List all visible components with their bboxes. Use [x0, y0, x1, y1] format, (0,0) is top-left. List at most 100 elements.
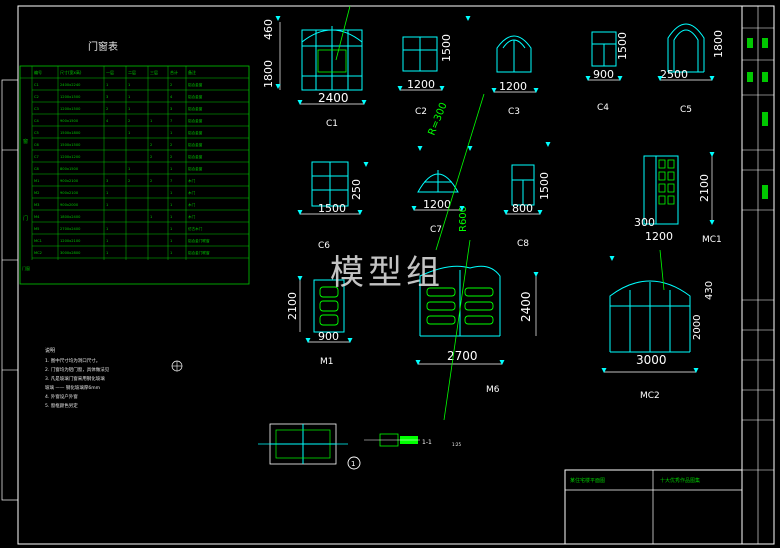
note-line: 玻璃 —— 钢化玻璃厚6mm — [45, 384, 100, 391]
section-detail: 1-1 1:25 1 — [258, 423, 461, 470]
schedule-cell: MC2 — [34, 251, 42, 255]
m1-width: 900 — [318, 330, 339, 343]
schedule-cell: 2 — [170, 143, 172, 147]
schedule-cell: 1 — [170, 227, 172, 231]
mc2-width: 3000 — [636, 353, 667, 367]
schedule-cell: 1200x1500 — [60, 95, 81, 99]
schedule-cell: 1 — [170, 167, 172, 171]
schedule-cell: M4 — [34, 215, 40, 219]
schedule-cell: 1200x1200 — [60, 155, 81, 159]
dimension-arrow-head — [545, 142, 551, 147]
schedule-cell: C4 — [34, 119, 40, 123]
schedule-cell: MC1 — [34, 239, 42, 243]
c1-width: 2400 — [318, 91, 349, 105]
dimension-arrow-head — [417, 146, 423, 151]
dimension-arrow-head — [411, 206, 417, 211]
schedule-cell: 铝合金窗 — [188, 166, 203, 171]
c8-label: C8 — [517, 239, 529, 249]
category-window: 窗 — [23, 138, 28, 145]
dimension-arrow-head — [709, 76, 715, 81]
mc1-sub-width: 300 — [634, 216, 655, 229]
dimension-arrow-head — [275, 84, 281, 89]
dimension-arrow-head — [361, 100, 367, 105]
dimension-arrow-head — [693, 368, 699, 373]
elevation-c6: 1500 250 C6 — [300, 161, 363, 251]
mc1-width: 1200 — [645, 230, 673, 243]
schedule-cell: C1 — [34, 83, 39, 87]
dimension-arrow-head — [305, 338, 311, 343]
dimension-arrow-head — [585, 76, 591, 81]
schedule-cell: 1 — [150, 119, 152, 123]
schedule-cell: 1 — [150, 215, 152, 219]
schedule-cell: 900x2100 — [60, 191, 79, 195]
schedule-cell: C2 — [34, 95, 39, 99]
c2-height: 1500 — [440, 34, 453, 62]
schedule-cell: C7 — [34, 155, 39, 159]
note-line: 5. 窗框颜色另定 — [45, 402, 78, 409]
section-label: 1-1 — [422, 439, 432, 446]
right-column-rows — [742, 27, 774, 471]
dimension-arrow-head — [709, 152, 715, 157]
schedule-cell: 7 — [170, 179, 172, 183]
c8-width: 800 — [512, 202, 533, 215]
schedule-cell: M2 — [34, 191, 39, 195]
c6-height: 250 — [350, 179, 363, 200]
dimension-arrow-head — [297, 210, 303, 215]
dimension-arrow-head — [459, 206, 465, 211]
schedule-cell: 铝合金门联窗 — [188, 250, 210, 255]
dimension-arrow-head — [503, 210, 509, 215]
schedule-cell: 木门 — [188, 214, 196, 219]
schedule-cell: 1800x2400 — [60, 215, 81, 219]
c8-height: 1500 — [538, 172, 551, 200]
schedule-cell: 木门 — [188, 202, 196, 207]
schedule-cell: 铝合金窗 — [188, 94, 203, 99]
schedule-cell: 3000x2800 — [60, 251, 81, 255]
note-line: 4. 外窗设户外窗 — [45, 393, 78, 400]
schedule-cell: 2 — [150, 179, 152, 183]
elevation-m1: 900 2100 M1 — [286, 279, 350, 367]
c1-height-2: 460 — [262, 19, 275, 40]
right-column-marks — [747, 38, 768, 199]
schedule-cell: C3 — [34, 107, 39, 111]
c3-label: C3 — [508, 107, 520, 117]
dimension-arrow-head — [617, 76, 623, 81]
dimension-arrow-head — [465, 16, 471, 21]
schedule-cell: 木门 — [188, 178, 196, 183]
dimension-arrow-head — [363, 162, 369, 167]
schedule-header: 一层 — [106, 69, 114, 75]
elevation-c1: 2400 1800 460 C1 — [262, 19, 364, 129]
leader-lines — [335, 5, 665, 421]
schedule-cell: 1 — [170, 251, 172, 255]
mc1-panels — [658, 159, 675, 205]
schedule-cell: C5 — [34, 131, 39, 135]
schedule-cell: 7 — [170, 119, 172, 123]
elevation-mc1: 2100 300 1200 MC1 — [634, 155, 722, 245]
mc1-height: 2100 — [698, 174, 711, 202]
schedule-header: 编号 — [34, 69, 42, 75]
dimension-arrow-head — [347, 338, 353, 343]
dimension-arrow-head — [609, 256, 615, 261]
category-door: 门 — [23, 215, 28, 222]
detail-marker — [347, 456, 361, 470]
schedule-cell: 2400x2240 — [60, 83, 81, 87]
schedule-cell: 1 — [106, 83, 108, 87]
schedule-cell: 铝合金窗 — [188, 106, 203, 111]
notes-heading: 说明 — [45, 347, 55, 354]
watermark-text: 模型组 — [330, 253, 444, 293]
schedule-cell: M3 — [34, 203, 39, 207]
dimension-arrow-head — [709, 220, 715, 225]
schedule-cell: 2 — [170, 155, 172, 159]
schedule-cell: 1 — [106, 239, 108, 243]
schedule-header: 备注 — [188, 69, 196, 75]
schedule-cell: C8 — [34, 167, 40, 171]
dimension-arrow-head — [439, 86, 445, 91]
c7-label: C7 — [430, 225, 442, 235]
schedule-cell: 1 — [106, 203, 108, 207]
schedule-cell: 1 — [106, 227, 108, 231]
schedule-cell: 1 — [170, 239, 172, 243]
schedule-cell: 900x2000 — [60, 203, 79, 207]
dimension-arrow-head — [415, 360, 421, 365]
schedule-cell: 1500x1500 — [60, 143, 81, 147]
